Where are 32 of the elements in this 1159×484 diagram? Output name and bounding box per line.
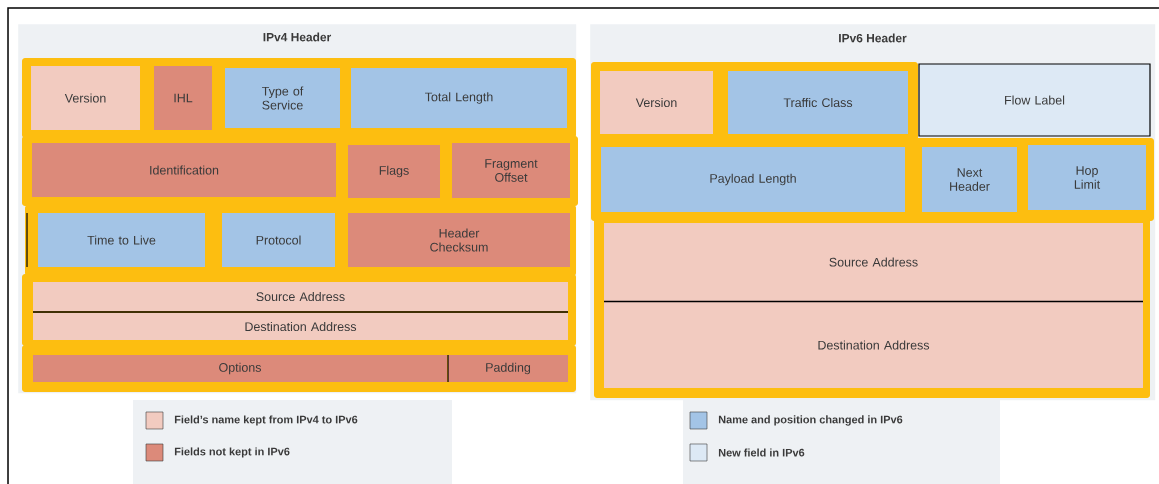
field-box: Destination Address <box>604 302 1143 388</box>
field-box: Source Address <box>33 282 568 311</box>
field-box: Destination Address <box>33 313 568 340</box>
node-label: Padding <box>486 362 531 375</box>
field-box: Flags <box>348 145 440 198</box>
legend-label: New field in IPv6 <box>718 448 805 457</box>
node-label: Options <box>219 362 262 375</box>
field-box: Flow Label <box>918 63 1151 137</box>
legend-label: Fields not kept in IPv6 <box>174 447 290 458</box>
field-box: Padding <box>448 355 568 382</box>
field-box: Version <box>31 66 140 130</box>
field-box: Source Address <box>604 223 1143 301</box>
node-label: IPv6 Header <box>839 33 907 43</box>
field-box: IHL <box>154 66 212 130</box>
field-box: Total Length <box>351 68 567 128</box>
node-label: Source Address <box>256 291 345 302</box>
field-box: Payload Length <box>601 147 905 212</box>
field-box: Hop Limit <box>1028 145 1146 210</box>
field-box: Version <box>600 71 713 134</box>
field-box: Traffic Class <box>728 71 908 134</box>
field-box: Next Header <box>922 147 1017 212</box>
field-box: Type of Service <box>225 68 340 128</box>
node-label: Destination Address <box>245 321 357 332</box>
legend-label: Field’s name kept from IPv4 to IPv6 <box>174 415 358 426</box>
node-label: Destination Address <box>818 340 930 350</box>
field-box: Identification <box>32 143 336 197</box>
field-box: Fragment Offset <box>452 143 570 198</box>
legend-label: Name and position changed in IPv6 <box>718 415 903 426</box>
field-box: Header Checksum <box>348 213 570 267</box>
node-label: Source Address <box>829 257 918 267</box>
field-box: Protocol <box>222 213 335 267</box>
field-box: Time to Live <box>38 213 205 267</box>
